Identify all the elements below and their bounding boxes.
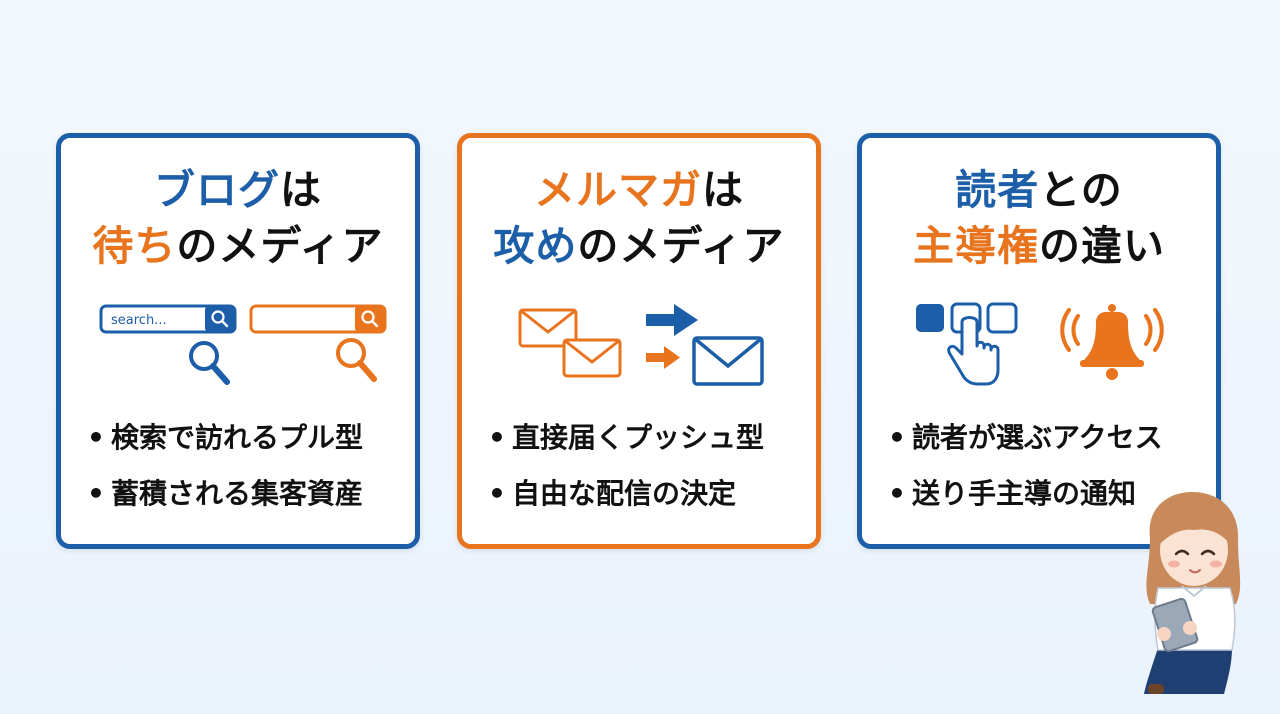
title-highlight: ブログ <box>154 166 280 214</box>
list-item: •蓄積される集客資産 <box>87 466 363 522</box>
title-text: のメディア <box>577 222 785 270</box>
bullet-mark: • <box>87 421 105 454</box>
bullet-mark: • <box>87 477 105 510</box>
envelope-icon <box>562 338 622 378</box>
tap-hand-icon <box>916 302 1018 386</box>
magnifier-icon <box>336 338 377 382</box>
bullet-mark: • <box>888 477 906 510</box>
card-mailmag: メルマガは 攻めのメディア •直接届くプッシュ型 •自由な配信の決定 <box>457 133 821 549</box>
bell-icon <box>1060 304 1164 380</box>
title-line-1: メルマガは <box>462 162 816 218</box>
list-item: •送り手主導の通知 <box>888 466 1163 522</box>
search-bar-icon <box>249 304 387 334</box>
list-item: •自由な配信の決定 <box>488 466 764 522</box>
card-title: 読者との 主導権の違い <box>862 162 1216 274</box>
arrow-right-icon <box>646 346 680 369</box>
title-text: との <box>1039 166 1123 214</box>
mail-illustration <box>518 304 764 386</box>
title-text: は <box>702 166 744 214</box>
title-highlight: メルマガ <box>534 166 702 214</box>
title-highlight: 待ち <box>92 222 177 270</box>
title-line-2: 攻めのメディア <box>462 218 816 274</box>
card-title: メルマガは 攻めのメディア <box>462 162 816 274</box>
arrow-right-icon <box>646 304 698 336</box>
search-bar-icon: search... <box>99 304 237 334</box>
bullet-text: 検索で訪れるプル型 <box>111 421 364 454</box>
card-blog: ブログは 待ちのメディア search... •検索で訪れるプル型 •蓄積される… <box>56 133 420 549</box>
bullet-mark: • <box>488 421 506 454</box>
girl-with-tablet-illustration <box>1144 492 1241 694</box>
title-text: の違い <box>1039 222 1165 270</box>
bullet-text: 蓄積される集客資産 <box>111 477 364 510</box>
bullet-mark: • <box>888 421 906 454</box>
bullet-text: 自由な配信の決定 <box>512 477 737 510</box>
title-line-1: 読者との <box>862 162 1216 218</box>
magnifier-icon <box>189 341 230 385</box>
title-line-2: 主導権の違い <box>862 218 1216 274</box>
title-line-2: 待ちのメディア <box>61 218 415 274</box>
title-highlight: 読者 <box>955 166 1040 214</box>
bullet-mark: • <box>488 477 506 510</box>
bullet-list: •検索で訪れるプル型 •蓄積される集客資産 <box>87 410 363 522</box>
title-text: は <box>280 166 322 214</box>
list-item: •検索で訪れるプル型 <box>87 410 363 466</box>
bullet-text: 送り手主導の通知 <box>912 477 1137 510</box>
bullet-text: 読者が選ぶアクセス <box>912 421 1163 454</box>
bullet-text: 直接届くプッシュ型 <box>512 421 765 454</box>
list-item: •直接届くプッシュ型 <box>488 410 764 466</box>
list-item: •読者が選ぶアクセス <box>888 410 1163 466</box>
card-initiative: 読者との 主導権の違い •読者が選ぶアクセス •送り手主導の通知 <box>857 133 1221 549</box>
search-illustration: search... <box>99 304 387 385</box>
title-highlight: 主導権 <box>913 222 1039 270</box>
envelope-icon <box>692 336 764 386</box>
search-placeholder: search... <box>111 313 167 328</box>
access-illustration <box>916 302 1164 386</box>
bullet-list: •直接届くプッシュ型 •自由な配信の決定 <box>488 410 764 522</box>
title-text: のメディア <box>176 222 384 270</box>
card-title: ブログは 待ちのメディア <box>61 162 415 274</box>
title-highlight: 攻め <box>493 222 578 270</box>
bullet-list: •読者が選ぶアクセス •送り手主導の通知 <box>888 410 1163 522</box>
title-line-1: ブログは <box>61 162 415 218</box>
envelope-icon <box>518 308 578 348</box>
